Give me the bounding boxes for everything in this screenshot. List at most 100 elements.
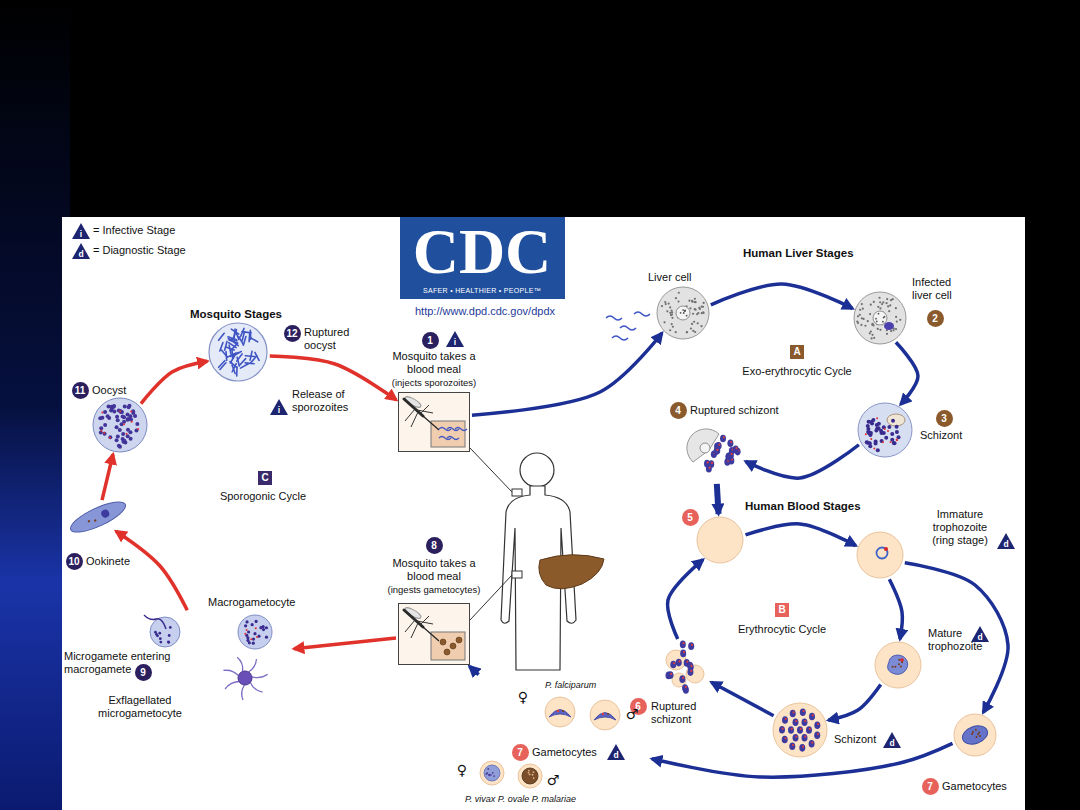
illustration-part bbox=[265, 636, 268, 639]
ruptured-schizont: 6Ruptured schizont bbox=[657, 640, 713, 696]
illustration-part bbox=[679, 675, 685, 683]
illustration-part bbox=[879, 307, 881, 309]
illustration-part bbox=[678, 660, 680, 662]
illustration-part bbox=[533, 771, 535, 773]
stage-label: Exflagellated microgametocyte bbox=[90, 694, 190, 720]
illustration-part bbox=[870, 330, 872, 332]
illustration-part bbox=[865, 433, 867, 435]
illustration-part bbox=[118, 428, 122, 432]
illustration-part bbox=[890, 432, 894, 436]
illustration-part bbox=[895, 316, 897, 318]
stage-picture bbox=[656, 286, 710, 340]
illustration-part bbox=[874, 428, 878, 432]
illustration-part bbox=[488, 774, 490, 776]
illustration-part bbox=[485, 773, 487, 775]
illustration-part bbox=[723, 436, 725, 438]
illustration-part bbox=[793, 718, 799, 726]
illustration-part bbox=[686, 315, 688, 317]
stage-picture bbox=[657, 640, 713, 696]
illustration-part bbox=[892, 298, 894, 300]
illustration-part bbox=[669, 312, 671, 314]
stage-label: Macrogametocyte bbox=[208, 596, 295, 609]
illustration-part bbox=[450, 643, 456, 649]
illustration-part bbox=[872, 324, 874, 326]
stage-marker: d bbox=[883, 732, 901, 748]
illustration-part bbox=[896, 439, 898, 441]
illustration-part bbox=[792, 711, 794, 713]
sex-symbol: ♂ bbox=[625, 706, 639, 722]
illustration-part bbox=[817, 733, 819, 735]
illustration-part bbox=[423, 416, 439, 430]
illustration-part bbox=[784, 737, 786, 739]
stage-picture bbox=[772, 702, 828, 758]
illustration-part bbox=[861, 303, 863, 305]
illustration-part bbox=[683, 312, 685, 314]
cycle-letter: B bbox=[775, 603, 789, 617]
illustration-part bbox=[87, 520, 90, 523]
gametocyte-cell: 7Gametocytes bbox=[953, 713, 997, 757]
stage-picture bbox=[874, 641, 922, 689]
illustration-part bbox=[103, 410, 107, 414]
illustration-part bbox=[661, 305, 663, 307]
illustration-part bbox=[115, 425, 119, 429]
illustration-part bbox=[900, 665, 902, 667]
illustration-part bbox=[883, 317, 885, 319]
illustration-part bbox=[806, 726, 812, 734]
illustration-part bbox=[255, 620, 258, 623]
illustration-part bbox=[122, 439, 126, 443]
illustration-part bbox=[797, 726, 803, 734]
illustration-part bbox=[411, 412, 418, 427]
illustration-part bbox=[112, 405, 116, 409]
callout-number: 11 bbox=[72, 382, 89, 399]
illustration-part bbox=[889, 304, 891, 306]
illustration-part bbox=[237, 657, 243, 671]
illustration-part bbox=[878, 297, 880, 299]
illustration-part bbox=[99, 426, 103, 430]
illustration-part bbox=[702, 312, 704, 314]
illustration-part bbox=[103, 432, 107, 436]
illustration-part bbox=[858, 403, 912, 457]
illustration-part bbox=[896, 320, 898, 322]
stage-label: Ruptured schizont bbox=[690, 404, 779, 417]
illustration-part bbox=[895, 307, 897, 309]
ookinete-cell: 10Ookinete bbox=[65, 502, 131, 532]
illustration-part bbox=[694, 331, 696, 333]
illustration-part bbox=[689, 307, 691, 309]
illustration-part bbox=[265, 626, 268, 629]
cycle-arrow bbox=[889, 579, 902, 639]
illustration-part bbox=[245, 355, 254, 357]
illustration-part bbox=[812, 714, 814, 716]
illustration-part bbox=[694, 308, 696, 310]
illustration-part bbox=[799, 744, 805, 752]
stage-picture bbox=[455, 676, 650, 808]
stage-marker: d bbox=[607, 744, 625, 760]
illustration-part bbox=[67, 496, 129, 538]
illustration-part bbox=[972, 731, 974, 733]
illustration-part bbox=[667, 671, 673, 679]
illustration-part bbox=[886, 298, 888, 300]
stage-label: Immature trophozoite (ring stage) bbox=[924, 508, 996, 547]
illustration-part bbox=[870, 304, 872, 306]
illustration-part bbox=[562, 710, 564, 712]
illustration-part bbox=[123, 404, 127, 408]
illustration-part bbox=[102, 284, 1008, 777]
stage-picture bbox=[208, 322, 268, 382]
illustration-part bbox=[670, 310, 672, 312]
cycle-arrow bbox=[711, 682, 773, 716]
illustration-part bbox=[118, 445, 122, 449]
illustration-part bbox=[594, 713, 616, 721]
illustration-part bbox=[678, 292, 680, 294]
illustration-part bbox=[116, 435, 120, 439]
leader-line bbox=[470, 448, 512, 492]
illustration-part bbox=[677, 300, 679, 302]
illustration-part bbox=[673, 662, 675, 664]
illustration-part bbox=[135, 422, 139, 426]
illustration-part bbox=[686, 331, 688, 333]
gamete-group: MacrogametocyteMicrogamete entering macr… bbox=[140, 612, 292, 702]
illustration-part bbox=[252, 674, 268, 677]
illustration-part bbox=[730, 441, 732, 443]
illustration-part bbox=[440, 639, 446, 645]
callout-number: 4 bbox=[670, 402, 687, 419]
liver-organ bbox=[539, 555, 604, 589]
